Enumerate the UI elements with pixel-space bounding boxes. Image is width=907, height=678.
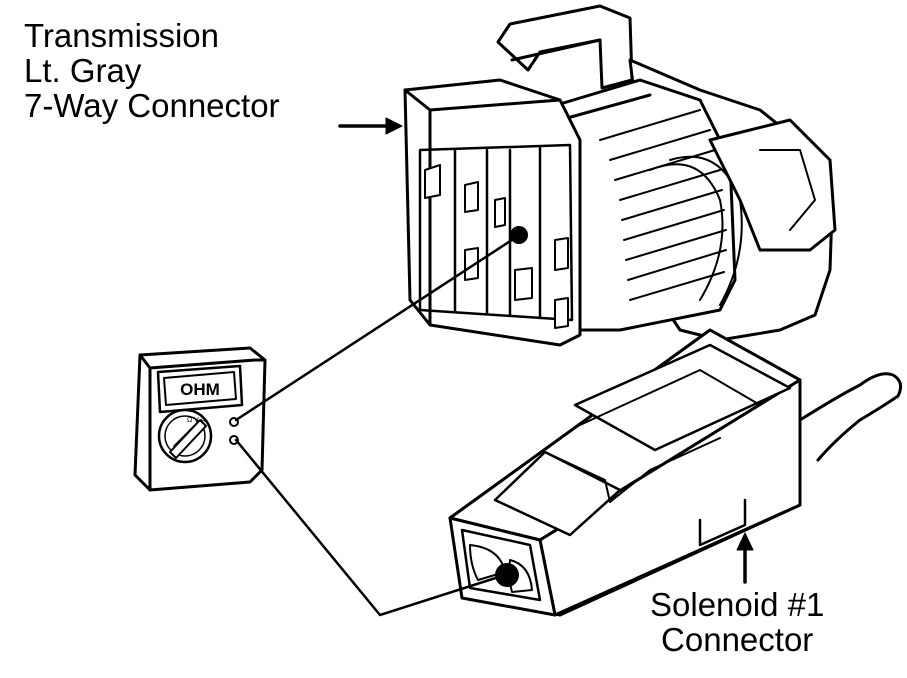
solenoid-connector-label: Solenoid #1 Connector: [650, 587, 824, 657]
meter-selector-text: Ω V A: [187, 417, 205, 424]
ohm-meter: [133, 346, 267, 492]
callout-arrows: [338, 117, 754, 584]
solenoid-1-connector: [448, 328, 903, 617]
probe-point-solenoid: [495, 563, 519, 587]
arrow-head-icon: [385, 117, 403, 135]
label-line: Connector: [661, 621, 814, 658]
label-line: 7-Way Connector: [24, 87, 280, 124]
lead-to-transmission-terminal: [234, 234, 520, 422]
lead-to-solenoid-terminal: [234, 438, 507, 617]
arrow-head-icon: [736, 532, 754, 551]
transmission-connector-label: Transmission Lt. Gray 7-Way Connector: [24, 18, 280, 123]
label-line: Transmission: [24, 17, 219, 54]
meter-display-text: OHM: [180, 380, 220, 399]
label-line: Solenoid #1: [650, 586, 825, 623]
transmission-7-way-connector: [403, 4, 837, 347]
probe-point-transmission: [510, 226, 528, 244]
label-line: Lt. Gray: [24, 52, 142, 89]
test-leads: [234, 234, 520, 617]
